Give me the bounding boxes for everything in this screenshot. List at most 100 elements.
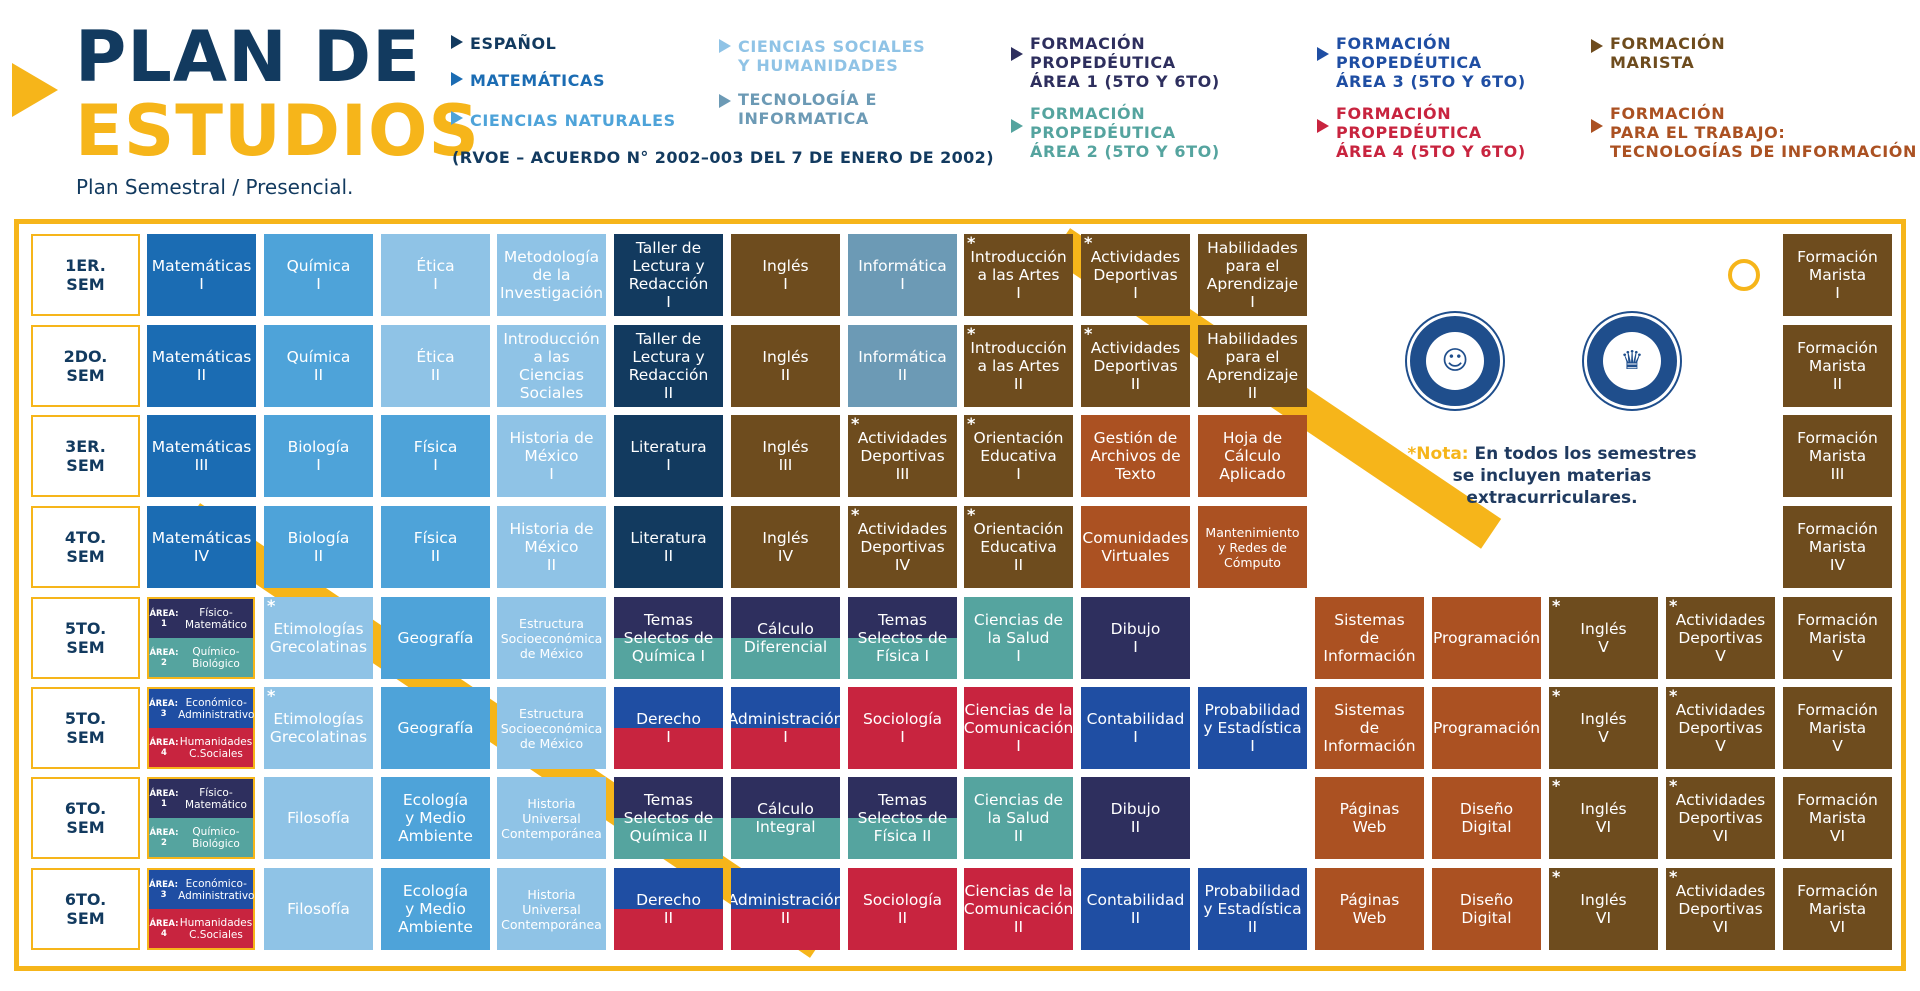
subject-name: Actividades Deportivas VI [1675, 791, 1766, 845]
subject-cell: Inglés IV [731, 506, 840, 588]
area-name: Económico- Administrativo [178, 696, 255, 721]
subject-cell: Física I [381, 415, 490, 497]
area-tag: ÁREA: 1 [149, 608, 179, 629]
subject-name: Matemáticas II [151, 348, 252, 384]
subject-name: Habilidades para el Aprendizaje I [1206, 239, 1299, 311]
subject-cell: Comunidades Virtuales [1081, 506, 1190, 588]
decorative-ring-icon [1728, 259, 1760, 291]
semester-label: 1ER. SEM [31, 234, 140, 316]
area-tag: ÁREA: 2 [149, 647, 179, 668]
subject-cell: Filosofía [264, 868, 373, 950]
subject-name: Taller de Lectura y Redacción I [628, 239, 709, 311]
area-tag: ÁREA: 1 [149, 788, 179, 809]
subject-name: Programación [1432, 629, 1541, 647]
extracurricular-star-icon: * [1669, 597, 1678, 615]
subject-cell: Literatura I [614, 415, 723, 497]
subject-cell: *Actividades Deportivas VI [1666, 777, 1775, 859]
subject-name: Actividades Deportivas I [1090, 248, 1181, 302]
subject-cell: Formación Marista III [1783, 415, 1892, 497]
subject-name: Literatura II [630, 529, 707, 565]
badge-emblem-icon: ♛ [1603, 332, 1661, 390]
subject-name: Hoja de Cálculo Aplicado [1219, 429, 1286, 483]
subject-cell: Ética I [381, 234, 490, 316]
subject-cell: Inglés II [731, 325, 840, 407]
badge-emblem-icon: ☺ [1426, 332, 1484, 390]
area-tag: ÁREA: 4 [149, 737, 179, 758]
subject-cell: *Actividades Deportivas V [1666, 687, 1775, 769]
semester-label: 6TO. SEM [31, 868, 140, 950]
subject-cell: Historia de México I [497, 415, 606, 497]
subject-name: Temas Selectos de Física I [857, 611, 948, 665]
subject-cell: Biología I [264, 415, 373, 497]
extracurricular-star-icon: * [1084, 234, 1093, 252]
subject-cell: Diseño Digital [1432, 868, 1541, 950]
subject-cell: Ciencias de la Comunicación I [964, 687, 1073, 769]
subject-name: Formación Marista I [1797, 248, 1878, 302]
area-name: Químico- Biológico [192, 645, 240, 670]
legend-item: FORMACIÓN PROPEDÉUTICA ÁREA 3 (5TO Y 6TO… [1336, 34, 1526, 91]
subject-name: Historia de México II [509, 520, 594, 574]
extracurricular-star-icon: * [1552, 687, 1561, 705]
subject-cell: Química I [264, 234, 373, 316]
subject-cell: Contabilidad I [1081, 687, 1190, 769]
subject-cell: Biología II [264, 506, 373, 588]
legend-bullet-icon [1591, 119, 1603, 133]
subject-name: Química I [286, 257, 351, 293]
subject-cell: Literatura II [614, 506, 723, 588]
subject-name: Estructura Socioeconómica de México [500, 615, 603, 661]
subject-name: Formación Marista V [1797, 701, 1878, 755]
subject-cell: Introducción a las Ciencias Sociales [497, 325, 606, 407]
subject-cell: Habilidades para el Aprendizaje II [1198, 325, 1307, 407]
subject-cell: Formación Marista V [1783, 597, 1892, 679]
subject-cell: Taller de Lectura y Redacción II [614, 325, 723, 407]
subject-name: Formación Marista V [1797, 611, 1878, 665]
legend-item: ESPAÑOL [470, 34, 557, 53]
subject-name: Formación Marista III [1797, 429, 1878, 483]
subject-name: Introducción a las Artes II [970, 339, 1067, 393]
subject-cell: Formación Marista II [1783, 325, 1892, 407]
subject-name: Probabilidad y Estadística II [1203, 882, 1302, 936]
subject-name: Matemáticas IV [151, 529, 252, 565]
legend-item: FORMACIÓN PARA EL TRABAJO: TECNOLOGÍAS D… [1610, 104, 1917, 161]
subject-cell: Historia Universal Contemporánea [497, 777, 606, 859]
subject-cell: Sistemas de Información [1315, 597, 1424, 679]
subject-cell: Programación [1432, 687, 1541, 769]
extracurricular-star-icon: * [851, 415, 860, 433]
area-name: Físico- Matemático [185, 786, 247, 811]
subject-name: Contabilidad I [1086, 710, 1185, 746]
extracurricular-star-icon: * [1669, 687, 1678, 705]
subject-name: Informática I [858, 257, 947, 293]
subject-name: Comunidades Virtuales [1082, 529, 1189, 565]
semester-label: 3ER. SEM [31, 415, 140, 497]
subject-cell: Ecología y Medio Ambiente [381, 777, 490, 859]
subject-cell: *Inglés VI [1549, 868, 1658, 950]
subject-name: Ética II [416, 348, 455, 384]
subject-cell: Geografía [381, 597, 490, 679]
subject-name: Inglés IV [762, 529, 809, 565]
subject-name: Temas Selectos de Química I [623, 611, 714, 665]
note-text: En todos los semestres se incluyen mater… [1452, 444, 1697, 508]
marist-identity-badge-icon: ♛ [1584, 313, 1680, 409]
subject-cell: Páginas Web [1315, 777, 1424, 859]
subject-cell: Sociología I [848, 687, 957, 769]
legend-bullet-icon [719, 94, 731, 108]
subject-cell: *Actividades Deportivas II [1081, 325, 1190, 407]
subject-name: Filosofía [287, 900, 350, 918]
subject-name: Estructura Socioeconómica de México [500, 705, 603, 751]
subject-name: Actividades Deportivas III [857, 429, 948, 483]
subject-cell: Derecho II [614, 868, 723, 950]
subject-cell: Temas Selectos de Química I [614, 597, 723, 679]
subject-cell: Formación Marista IV [1783, 506, 1892, 588]
subject-name: Taller de Lectura y Redacción II [628, 330, 709, 402]
subject-name: Geografía [397, 719, 474, 737]
subject-name: Páginas Web [1339, 891, 1400, 927]
subject-name: Sociología I [862, 710, 943, 746]
subject-cell: Temas Selectos de Física I [848, 597, 957, 679]
subject-cell: *Actividades Deportivas I [1081, 234, 1190, 316]
subject-name: Actividades Deportivas IV [857, 520, 948, 574]
legend-bullet-icon [451, 35, 463, 49]
semester-label: 4TO. SEM [31, 506, 140, 588]
legend-item: CIENCIAS SOCIALES Y HUMANIDADES [738, 37, 926, 75]
subject-name: Habilidades para el Aprendizaje II [1206, 330, 1299, 402]
